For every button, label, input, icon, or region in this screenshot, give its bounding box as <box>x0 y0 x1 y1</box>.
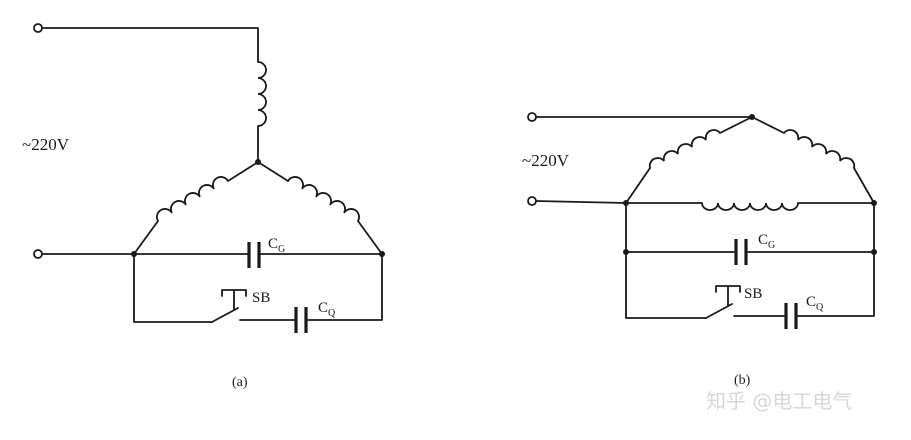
terminal-top-b <box>527 112 537 122</box>
wire-base-left-b <box>535 200 703 204</box>
left-winding-b <box>648 129 721 169</box>
wire-left-upper-b <box>719 116 753 134</box>
wire-left-lower-a <box>133 220 159 255</box>
cap-label-start-b: CQ <box>806 294 824 313</box>
voltage-label-a: ~220V <box>22 135 70 154</box>
left-winding-a <box>156 176 229 222</box>
caption-a: (a) <box>232 375 248 390</box>
bottom-winding-b <box>701 202 799 211</box>
watermark: 知乎 @电工电气 <box>706 389 852 413</box>
voltage-label-b: ~220V <box>522 151 570 170</box>
terminal-top-a <box>33 23 43 33</box>
wire-start-left-a <box>133 253 213 323</box>
wire-start-left-b <box>625 251 707 319</box>
wire-right-lower-a <box>357 220 383 255</box>
pushbutton-sb-icon-a <box>221 289 247 311</box>
cap-label-start-a: CQ <box>318 300 336 319</box>
wire-left-lower-b <box>625 167 651 204</box>
switch-label-a: SB <box>252 290 270 306</box>
wire-left-upper-a <box>227 161 259 182</box>
wire-right-upper-a <box>257 161 289 182</box>
cap-label-main-a: CG <box>268 236 285 255</box>
right-winding-a <box>287 176 360 222</box>
wire-right-lower-b <box>853 167 875 204</box>
wire-right-upper-b <box>751 116 785 134</box>
cap-label-main-b: CG <box>758 232 775 251</box>
pushbutton-sb-icon-b <box>715 285 741 307</box>
supply-wire-top-a <box>41 27 259 63</box>
wire-cg-left-b <box>625 202 735 253</box>
terminal-bottom-b <box>527 196 537 206</box>
series-coil-a <box>257 61 267 127</box>
wire-start-right-a <box>307 253 383 321</box>
wire-start-right-b <box>797 251 875 317</box>
right-winding-b <box>783 129 856 169</box>
diagram-b: ~220V CG SB CQ (b) <box>522 112 877 388</box>
terminal-bottom-a <box>33 249 43 259</box>
diagram-a: ~220V CG SB CQ (a) <box>22 23 385 390</box>
caption-b: (b) <box>734 373 751 388</box>
switch-label-b: SB <box>744 286 762 302</box>
